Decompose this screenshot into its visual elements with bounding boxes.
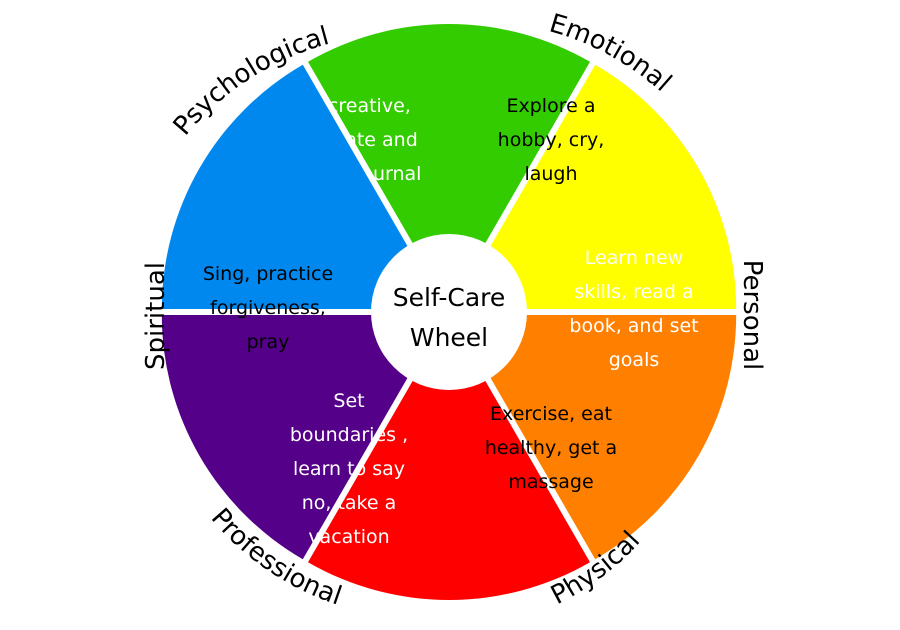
wheel-segments: Be creative,meditate andkeep a journalEx…	[161, 24, 737, 600]
segment-text-spiritual: Sing, practice forgiveness, pray	[203, 263, 333, 353]
wheel-segment-spiritual	[161, 64, 444, 309]
segment-text-line: no, take a	[302, 492, 397, 514]
segment-text-line: forgiveness,	[210, 297, 326, 319]
segment-text-professional: Set boundaries , learn to say no, take a vac…	[290, 390, 408, 548]
wheel-segment-personal	[454, 315, 737, 560]
segment-text-line: Set	[333, 390, 364, 412]
wheel-segment-physical	[308, 318, 590, 600]
segment-text-line: laugh	[524, 163, 577, 185]
segment-text-line: Exercise, eat	[490, 403, 612, 425]
segment-text-line: Learn new	[585, 247, 683, 269]
category-label-spiritual: Spiritual	[141, 262, 171, 370]
segment-text-line: learn to say	[293, 458, 405, 480]
segment-text-line: boundaries ,	[290, 424, 408, 446]
wheel-center-title: Self-Care	[393, 283, 506, 312]
segment-text-line: vacation	[308, 526, 389, 548]
segment-text-line: healthy, get a	[485, 437, 617, 459]
wheel-center-subtitle: Wheel	[410, 323, 488, 352]
segment-text-line: pray	[247, 331, 290, 353]
wheel-center-circle	[371, 234, 527, 390]
segment-text-line: goals	[609, 349, 660, 371]
segment-text-physical: Exercise, eat healthy, get a massage	[485, 403, 617, 493]
category-label-personal: Personal	[737, 260, 767, 371]
segment-text-line: hobby, cry,	[498, 129, 605, 151]
wheel-segment-psychological	[308, 24, 590, 306]
segment-text-line: massage	[508, 471, 593, 493]
segment-text-emotional: Explore a hobby, cry, laugh	[498, 95, 605, 185]
segment-text-line: Explore a	[507, 95, 596, 117]
segment-text-line: Sing, practice	[203, 263, 333, 285]
segment-text-line: book, and set	[569, 315, 698, 337]
segment-text-line: skills, read a	[574, 281, 693, 303]
wheel-segment-professional	[161, 315, 444, 560]
segment-text-personal: Learn new skills, read a book, and set goal…	[569, 247, 698, 371]
wheel-segment-emotional	[454, 64, 737, 309]
